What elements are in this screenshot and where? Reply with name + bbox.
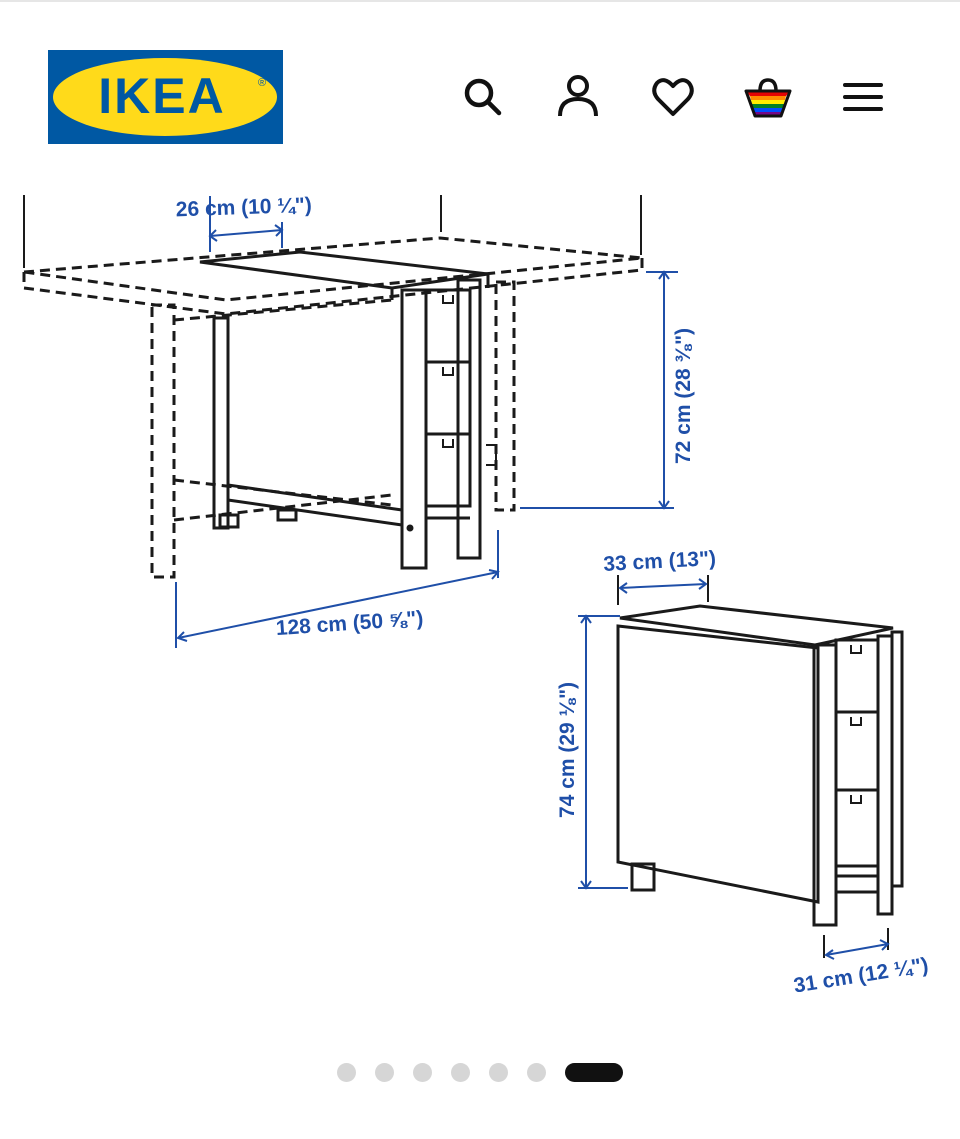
shopping-basket-icon[interactable] [743,72,793,122]
product-dimensions-diagram: 26 cm (10 ¼") 72 cm (28 ⅜") 128 cm (50 ⅝… [22,194,930,998]
dimension-lines [175,196,890,960]
dim-length-open: 128 cm (50 ⅝") [275,607,424,640]
carousel-dot-active[interactable] [565,1063,623,1082]
carousel-dot[interactable] [375,1063,394,1082]
ikea-logo[interactable]: IKEA ® [48,50,283,144]
registered-mark: ® [258,77,266,89]
carousel-dot[interactable] [413,1063,432,1082]
carousel-pagination [0,1058,960,1088]
dimension-labels: 26 cm (10 ¼") 72 cm (28 ⅜") 128 cm (50 ⅝… [175,194,930,998]
carousel-dot[interactable] [527,1063,546,1082]
carousel-dot[interactable] [451,1063,470,1082]
carousel-dot[interactable] [489,1063,508,1082]
dim-leaf-width: 26 cm (10 ¼") [175,194,312,222]
dim-height-open: 72 cm (28 ⅜") [672,328,695,464]
open-table-drawing [22,195,644,579]
folded-table-drawing [616,575,904,958]
account-icon[interactable] [553,72,603,122]
dim-width-folded: 33 cm (13") [603,547,717,576]
carousel-dot[interactable] [337,1063,356,1082]
logo-wordmark: IKEA [98,68,225,124]
top-divider [0,0,960,2]
search-icon[interactable] [458,72,508,122]
dim-height-folded: 74 cm (29 ⅛") [556,682,579,818]
favourites-heart-icon[interactable] [648,72,698,122]
site-header: IKEA ® [0,0,960,160]
dim-depth-folded: 31 cm (12 ¼") [792,954,930,998]
menu-icon[interactable] [838,72,888,122]
